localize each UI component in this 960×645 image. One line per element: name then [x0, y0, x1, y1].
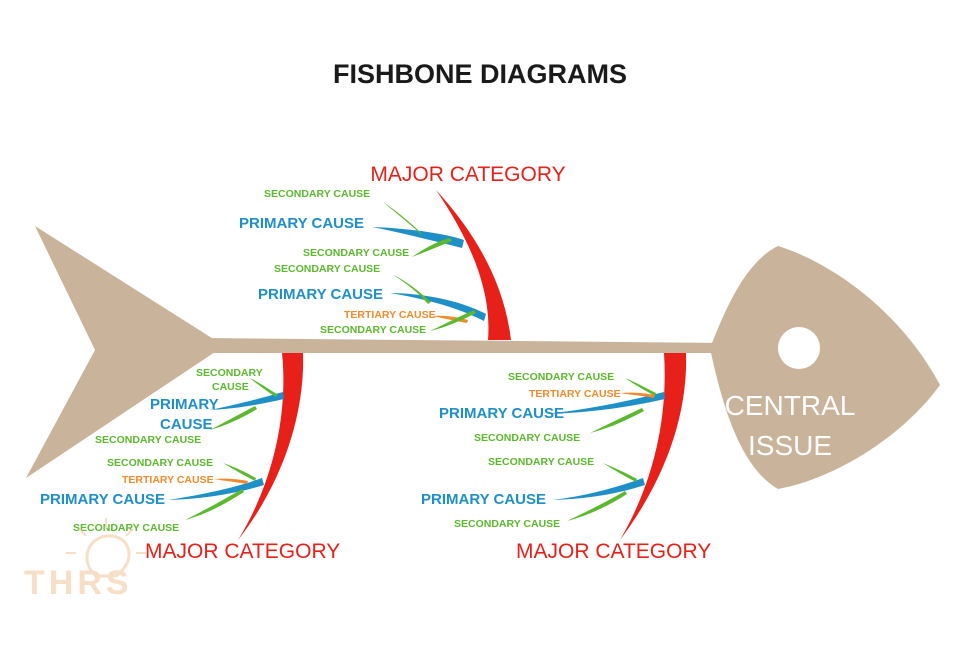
top-secondary-cause-2: SECONDARY CAUSE: [303, 247, 409, 259]
bottom-right-major-category: MAJOR CATEGORY: [516, 540, 711, 563]
fish-tail: [26, 226, 215, 478]
bottom-right-tertiary-bone-1: [620, 392, 655, 398]
bottom-left-primary-cause-1a: PRIMARY: [150, 396, 219, 413]
central-issue-line2: ISSUE: [748, 430, 832, 461]
bottom-right-secondary-bone-3: [603, 463, 637, 482]
bottom-right-secondary-cause-4: SECONDARY CAUSE: [454, 518, 560, 530]
bottom-left-major-bone: [238, 353, 304, 540]
fish-skeleton: [26, 226, 940, 489]
fish-eye: [778, 327, 820, 369]
bottom-right-primary-bone-1: [545, 392, 665, 414]
bottom-left-secondary-bone-4: [185, 489, 244, 520]
page-title: FISHBONE DIAGRAMS: [333, 59, 627, 89]
bottom-right-secondary-cause-1: SECONDARY CAUSE: [508, 371, 614, 383]
fish-spine: [205, 338, 725, 353]
bottom-left-secondary-cause-4: SECONDARY CAUSE: [73, 522, 179, 534]
top-secondary-cause-1: SECONDARY CAUSE: [264, 188, 370, 200]
top-primary-cause-1: PRIMARY CAUSE: [239, 215, 364, 232]
top-tertiary-cause-1: TERTIARY CAUSE: [344, 309, 436, 321]
bottom-left-secondary-cause-2: SECONDARY CAUSE: [95, 434, 201, 446]
bottom-right-primary-cause-2: PRIMARY CAUSE: [421, 491, 546, 508]
bottom-left-secondary-bone-3: [223, 463, 256, 481]
bottom-right-secondary-bone-2: [590, 408, 644, 433]
central-issue-line1: CENTRAL: [725, 390, 856, 421]
top-secondary-bone-2: [412, 238, 452, 257]
top-secondary-bone-3: [393, 275, 431, 304]
top-primary-cause-2: PRIMARY CAUSE: [258, 286, 383, 303]
bottom-left-secondary-cause-3: SECONDARY CAUSE: [107, 457, 213, 469]
bottom-right-secondary-cause-3: SECONDARY CAUSE: [488, 456, 594, 468]
bottom-right-primary-cause-1: PRIMARY CAUSE: [439, 405, 564, 422]
bottom-right-primary-bone-2: [552, 478, 645, 500]
bottom-left-secondary-cause-1b: CAUSE: [212, 381, 249, 393]
top-primary-bone-2: [390, 293, 486, 321]
bottom-left-primary-bone-1: [210, 392, 284, 410]
watermark-logo: THRS: [24, 518, 146, 602]
bottom-left-primary-bone-2: [168, 478, 264, 500]
bottom-right-secondary-cause-2: SECONDARY CAUSE: [474, 432, 580, 444]
bottom-left-primary-cause-2: PRIMARY CAUSE: [40, 491, 165, 508]
top-secondary-cause-4: SECONDARY CAUSE: [320, 324, 426, 336]
bottom-left-tertiary-cause-1: TERTIARY CAUSE: [122, 474, 214, 486]
top-secondary-bone-4: [430, 310, 476, 331]
light-rays-icon: [66, 518, 146, 554]
bottom-left-secondary-cause-1a: SECONDARY: [196, 367, 263, 379]
bottom-left-tertiary-bone-1: [214, 478, 248, 484]
bottom-right-major-bone: [620, 353, 687, 540]
bottom-right-tertiary-cause-1: TERTIARY CAUSE: [529, 388, 621, 400]
bottom-left-primary-cause-1b: CAUSE: [160, 416, 213, 433]
bottom-right-secondary-bone-1: [625, 378, 656, 396]
bottom-left-major-category: MAJOR CATEGORY: [145, 540, 340, 563]
top-tertiary-bone-1: [432, 315, 468, 323]
fish-head: [710, 246, 940, 489]
bottom-left-secondary-bone-1: [250, 378, 277, 397]
top-secondary-cause-3: SECONDARY CAUSE: [274, 263, 380, 275]
bottom-right-secondary-bone-4: [567, 491, 627, 521]
lightbulb-icon: [85, 534, 131, 578]
watermark-text: THRS: [24, 564, 133, 602]
top-major-bone: [436, 190, 511, 340]
top-major-category: MAJOR CATEGORY: [370, 163, 565, 186]
bottom-left-secondary-bone-2: [210, 406, 257, 430]
